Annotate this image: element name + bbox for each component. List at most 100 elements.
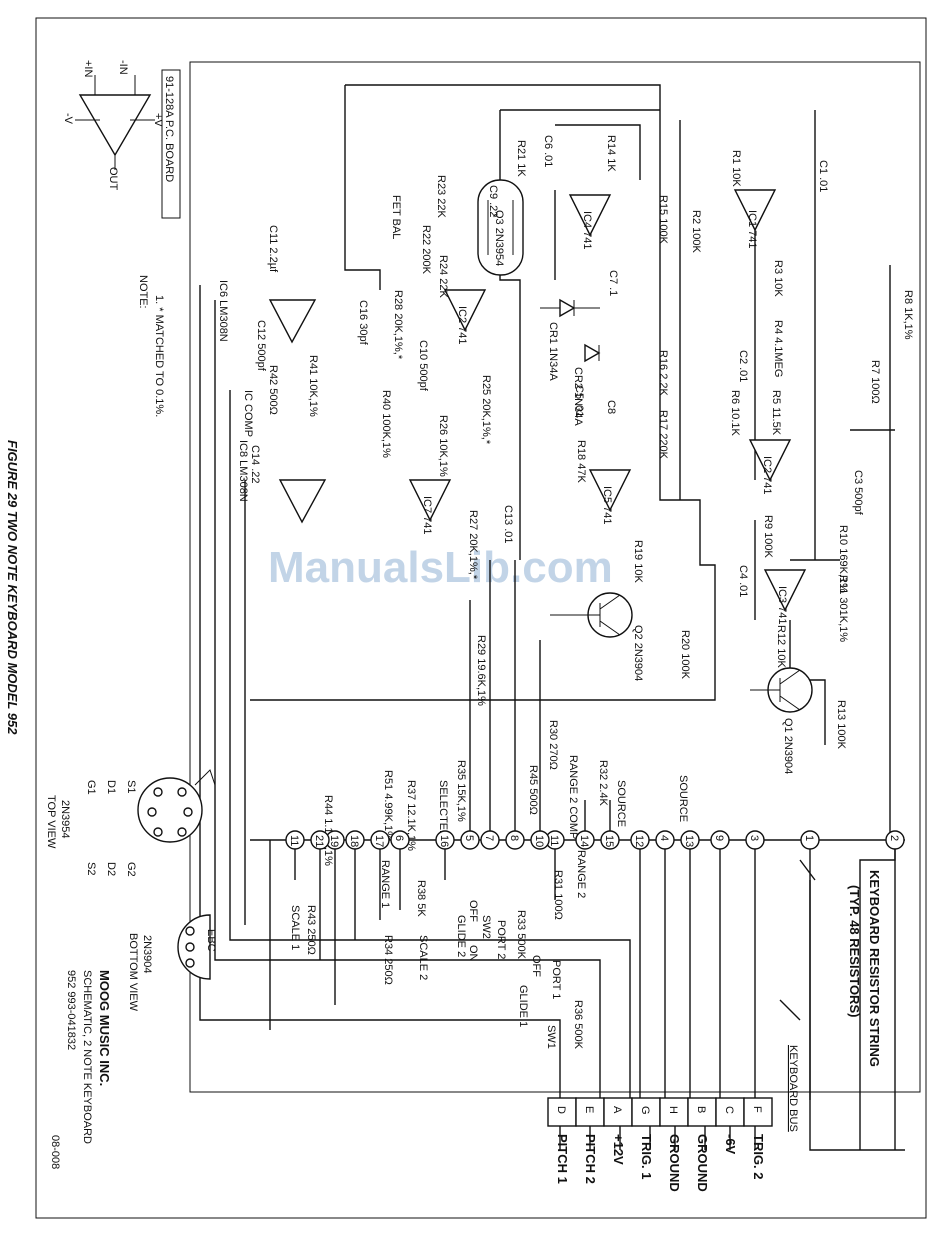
- label-r29: R29 19.6K,1%: [475, 635, 487, 706]
- bjt-bottom-view: EBC 2N3904 BOTTOM VIEW: [127, 914, 217, 1012]
- title-line2: 952 993-041832: [65, 970, 77, 1050]
- connector-signal-label: PITCH 1: [555, 1134, 570, 1184]
- pad-label: 9: [713, 835, 725, 841]
- connector-pin-D: [547, 1097, 577, 1127]
- label-c11: C11 2.2µf: [267, 225, 279, 273]
- svg-text:S1: S1: [125, 780, 137, 793]
- label-r9: R9 100K: [762, 515, 774, 558]
- label-r35: R35 15K,1%: [455, 760, 467, 822]
- ic3-opamp: IC3 741: [763, 569, 807, 625]
- label-glide1: GLIDE 1: [517, 985, 529, 1027]
- label-range-comp: RANGE 2 COMP: [567, 755, 579, 839]
- connector-signal-label: +12V: [611, 1134, 626, 1165]
- pad-8: [505, 830, 525, 850]
- svg-text:-V: -V: [62, 113, 74, 125]
- svg-text:D2: D2: [105, 862, 117, 876]
- label-r7: R7 100Ω: [869, 360, 881, 404]
- label-r51: R51 4.99K,1%: [382, 770, 394, 841]
- label-r22: R22 200K: [420, 225, 432, 275]
- q1-transistor: Q1 2N3904: [750, 667, 813, 774]
- q2-transistor: Q2 2N3904: [550, 592, 644, 681]
- pad-label: 4: [658, 835, 670, 841]
- label-ic-comp: IC COMP: [242, 390, 254, 437]
- label-glide2: GLIDE 2: [455, 915, 467, 957]
- svg-text:Q1 2N3904: Q1 2N3904: [782, 718, 794, 774]
- note-block: NOTE: 1. * MATCHED TO 0.1%.: [137, 275, 165, 417]
- ic7-opamp: IC7 741: [408, 479, 452, 535]
- label-sw1: SW1: [545, 1025, 557, 1049]
- pad-15: [600, 830, 620, 850]
- label-range1: RANGE 1: [379, 860, 391, 908]
- label-c8: C8: [605, 400, 617, 414]
- pad-label: 15: [603, 835, 615, 847]
- label-r32: R32 2.4K: [597, 760, 609, 807]
- connector-pin-A: [603, 1097, 633, 1127]
- label-r1: R1 10K: [730, 150, 742, 187]
- ic7-opamp-upper: IC2 741: [443, 289, 487, 345]
- label-c12: C12 500pf: [255, 320, 267, 372]
- svg-text:-IN: -IN: [117, 60, 129, 75]
- connector-pin-label: H: [667, 1106, 679, 1114]
- pad-label: 13: [683, 835, 695, 847]
- label-r41: R41 10K,1%: [307, 355, 319, 417]
- pad-label: 18: [348, 835, 360, 847]
- connector-pin-H: [659, 1097, 689, 1127]
- label-port2: PORT 2: [495, 920, 507, 959]
- label-r36: R36 500K: [572, 1000, 584, 1050]
- label-r43: R43 250Ω: [305, 905, 317, 955]
- label-sw2: SW2: [480, 915, 492, 939]
- figure-caption: FIGURE 29 TWO NOTE KEYBOARD MODEL 952: [5, 440, 20, 735]
- component-labels: R1 10K R2 100K C1 .01 R3 10K R4 4.1MEG C…: [242, 135, 914, 1050]
- pad-16: [435, 830, 455, 850]
- label-r25: R25 20K,1%,*: [480, 375, 492, 445]
- pad-label: 17: [373, 835, 385, 847]
- label-source-2: SOURCE: [677, 775, 689, 822]
- svg-text:IC3 741: IC3 741: [776, 586, 788, 625]
- label-c4: C4 .01: [737, 565, 749, 597]
- label-source-1: SOURCE: [615, 780, 627, 827]
- label-r19: R19 10K: [632, 540, 644, 583]
- title-block: MOOG MUSIC INC. SCHEMATIC, 2 NOTE KEYBOA…: [49, 970, 112, 1169]
- label-r10: R10 169K,1%: [837, 525, 849, 593]
- svg-text:FIGURE 29 TWO NOTE KEYBOARD MO: FIGURE 29 TWO NOTE KEYBOARD MODEL 952: [5, 440, 20, 735]
- label-r33: R33 500K: [515, 910, 527, 960]
- label-c6: C6 .01: [542, 135, 554, 167]
- svg-text:G2: G2: [125, 862, 137, 877]
- svg-text:Q2 2N3904: Q2 2N3904: [632, 625, 644, 681]
- title-line1: SCHEMATIC, 2 NOTE KEYBOARD: [81, 970, 93, 1144]
- svg-text:Q3 2N3954: Q3 2N3954: [493, 210, 505, 266]
- opamp-pinout-legend: -IN +IN -V +V OUT: [62, 60, 164, 191]
- label-c14: C14 .22: [249, 445, 261, 484]
- connector-signal-label: TRIG. 1: [639, 1134, 654, 1180]
- pad-2: [885, 830, 905, 850]
- connector-signal-label: -6V: [723, 1134, 738, 1155]
- ic1-opamp: IC1 741: [733, 189, 777, 249]
- pad-18: [345, 830, 365, 850]
- label-on-1: ON: [467, 945, 479, 962]
- pad-label: 2: [888, 835, 900, 841]
- connector-pin-C: [715, 1097, 745, 1127]
- svg-text:IC5 741: IC5 741: [601, 486, 613, 525]
- connector-pin-label: D: [555, 1106, 567, 1114]
- pad-label: 11: [288, 835, 300, 846]
- svg-text:IC2 741: IC2 741: [456, 306, 468, 345]
- label-c2: C2 .01: [737, 350, 749, 382]
- label-r17: R17 220K: [657, 410, 669, 460]
- label-fet-bal: FET BAL: [390, 195, 402, 239]
- opamps: IC1 741 IC4 741 IC2 741 IC3 741 IC5 741 …: [217, 189, 807, 625]
- label-r34: R34 250Ω: [382, 935, 394, 985]
- label-r45: R45 500Ω: [527, 765, 539, 815]
- svg-text:2N3954: 2N3954: [59, 800, 71, 839]
- svg-text:IC8 LM308N: IC8 LM308N: [237, 440, 249, 502]
- svg-text:S2: S2: [85, 862, 97, 875]
- label-r8: R8 1K,1%: [902, 290, 914, 340]
- label-port1: PORT 1: [550, 960, 562, 999]
- svg-text:+V: +V: [152, 113, 164, 127]
- label-r14: R14 1K: [605, 135, 617, 172]
- connector-pin-B: [687, 1097, 717, 1127]
- label-r26: R26 10K,1%: [437, 415, 449, 477]
- label-c1: C1 .01: [817, 160, 829, 192]
